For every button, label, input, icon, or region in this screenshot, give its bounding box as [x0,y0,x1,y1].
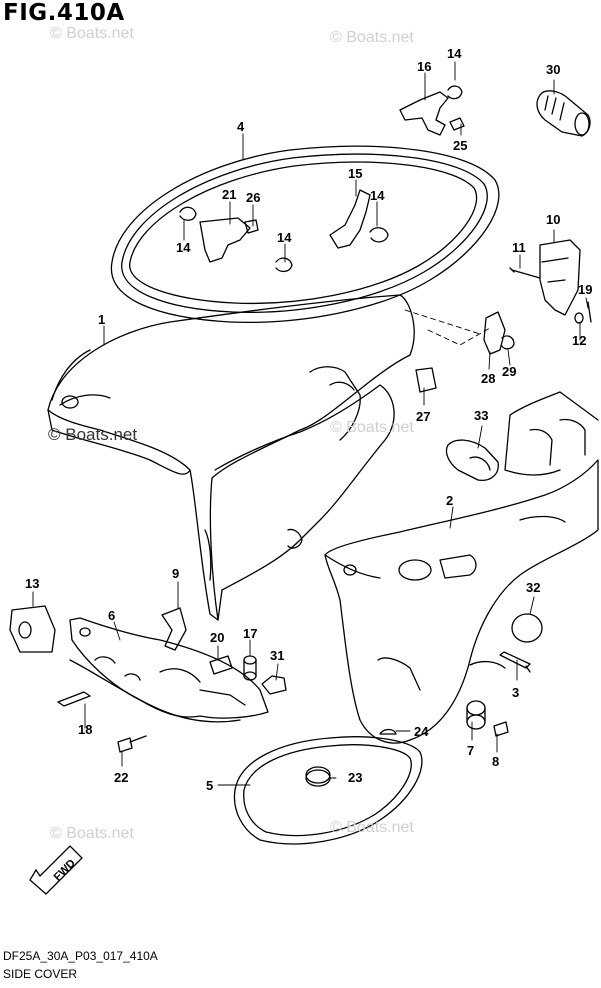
dashed-line [404,309,481,335]
grommet-33-part [445,439,499,481]
callout-28: 28 [481,371,495,386]
bracket-16-part [399,85,465,136]
callout-22: 22 [114,770,128,785]
bolt-8-part [493,721,509,737]
callout-14c: 14 [277,230,292,245]
callout-19: 19 [578,282,592,297]
bracket-15-part [329,189,389,249]
bolt-22-part [117,735,147,753]
plug-part [536,90,591,137]
watermark: © Boats.net [50,825,134,842]
callout-20: 20 [210,630,224,645]
callout-1: 1 [98,312,105,327]
callout-16: 16 [417,59,431,74]
callout-6: 6 [108,608,115,623]
callout-12: 12 [572,333,586,348]
callout-18: 18 [78,722,92,737]
callout-13: 13 [25,576,39,591]
watermark-dark: © Boats.net [48,425,137,444]
figure-caption: SIDE COVER [3,967,78,981]
callout-9: 9 [172,566,179,581]
callout-8: 8 [492,754,499,769]
dashed-line [427,327,491,346]
callout-25: 25 [453,138,467,153]
callout-33: 33 [474,408,488,423]
bracket-10-part [509,239,592,324]
callout-14b: 14 [176,240,191,255]
watermark: © Boats.net [330,419,414,436]
callout-21: 21 [222,187,236,202]
seal-ring-part [110,145,500,324]
bolt-3-part [499,651,531,673]
callout-4: 4 [237,119,245,134]
figure-code: DF25A_30A_P03_017_410A [3,949,158,963]
callout-31: 31 [270,648,284,663]
gasket-part [233,736,423,845]
callout-3: 3 [512,685,519,700]
pin-18-part [57,691,91,707]
grommet-13-part [9,605,56,653]
grommet-31-part [261,675,287,695]
leader-lines [32,61,589,786]
bracket-21-part [179,206,293,273]
callout-27: 27 [416,409,430,424]
plug-32-part [511,613,543,643]
collar-7-part [466,700,486,730]
watermark: © Boats.net [50,25,134,42]
callout-32: 32 [526,580,540,595]
callout-7: 7 [467,743,474,758]
callout-30: 30 [546,62,560,77]
bracket-28-part [483,311,515,355]
clip-24-part [379,728,397,735]
callout-23: 23 [348,770,362,785]
clip-27-part [415,367,437,393]
figure-title: FIG.410A [3,0,125,26]
watermarks: © Boats.net © Boats.net © Boats.net © Bo… [50,25,414,842]
callout-14d: 14 [370,188,385,203]
fwd-arrow-icon: FWD [29,845,83,895]
callout-11: 11 [512,240,526,255]
callout-29: 29 [502,364,516,379]
clip-9-part [161,607,187,651]
side-cover-right-part [324,391,599,744]
side-cover-left-part [47,294,415,621]
clip-20-part [209,655,233,675]
callout-26: 26 [246,190,260,205]
callout-10: 10 [546,212,560,227]
watermark: © Boats.net [330,819,414,836]
callout-14a: 14 [447,46,462,61]
watermark: © Boats.net [330,29,414,46]
callout-17: 17 [243,626,257,641]
callout-15: 15 [348,166,362,181]
callout-2: 2 [446,493,453,508]
callout-24: 24 [414,724,429,739]
lower-cover-part [69,617,269,723]
callout-5: 5 [206,778,213,793]
callout-labels: 1 2 3 4 5 6 7 8 9 10 11 12 13 14 14 14 1… [25,46,592,793]
